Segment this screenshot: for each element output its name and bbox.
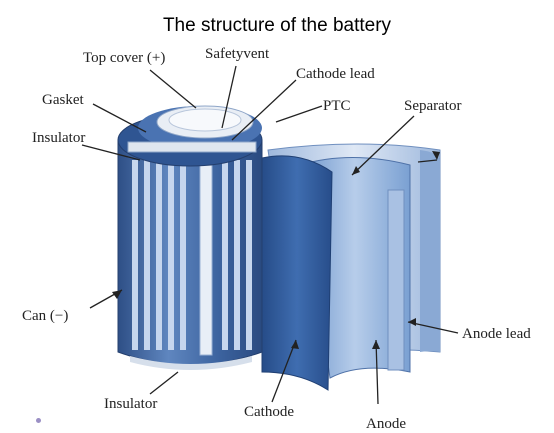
label-top-cover: Top cover (+) [83,50,165,66]
label-can: Can (−) [22,308,68,324]
slide-bullet [36,418,41,423]
label-cathode: Cathode [244,404,294,420]
separator-edge-leader [417,159,438,163]
label-anode: Anode [366,416,406,432]
arrow-heads [112,151,440,349]
label-separator: Separator [404,98,461,114]
battery-can [117,105,263,370]
label-insulator-top: Insulator [32,130,85,146]
label-safety-vent: Safetyvent [205,46,270,62]
label-anode-lead: Anode lead [462,326,531,342]
label-gasket: Gasket [42,92,84,108]
diagram-title: The structure of the battery [162,15,392,36]
leader-lines [81,65,459,405]
label-ptc: PTC [323,98,351,114]
label-cathode-lead: Cathode lead [296,66,375,82]
wound-layers [132,154,252,356]
cathode-sheet [261,155,333,391]
label-insulator-bottom: Insulator [104,396,157,412]
